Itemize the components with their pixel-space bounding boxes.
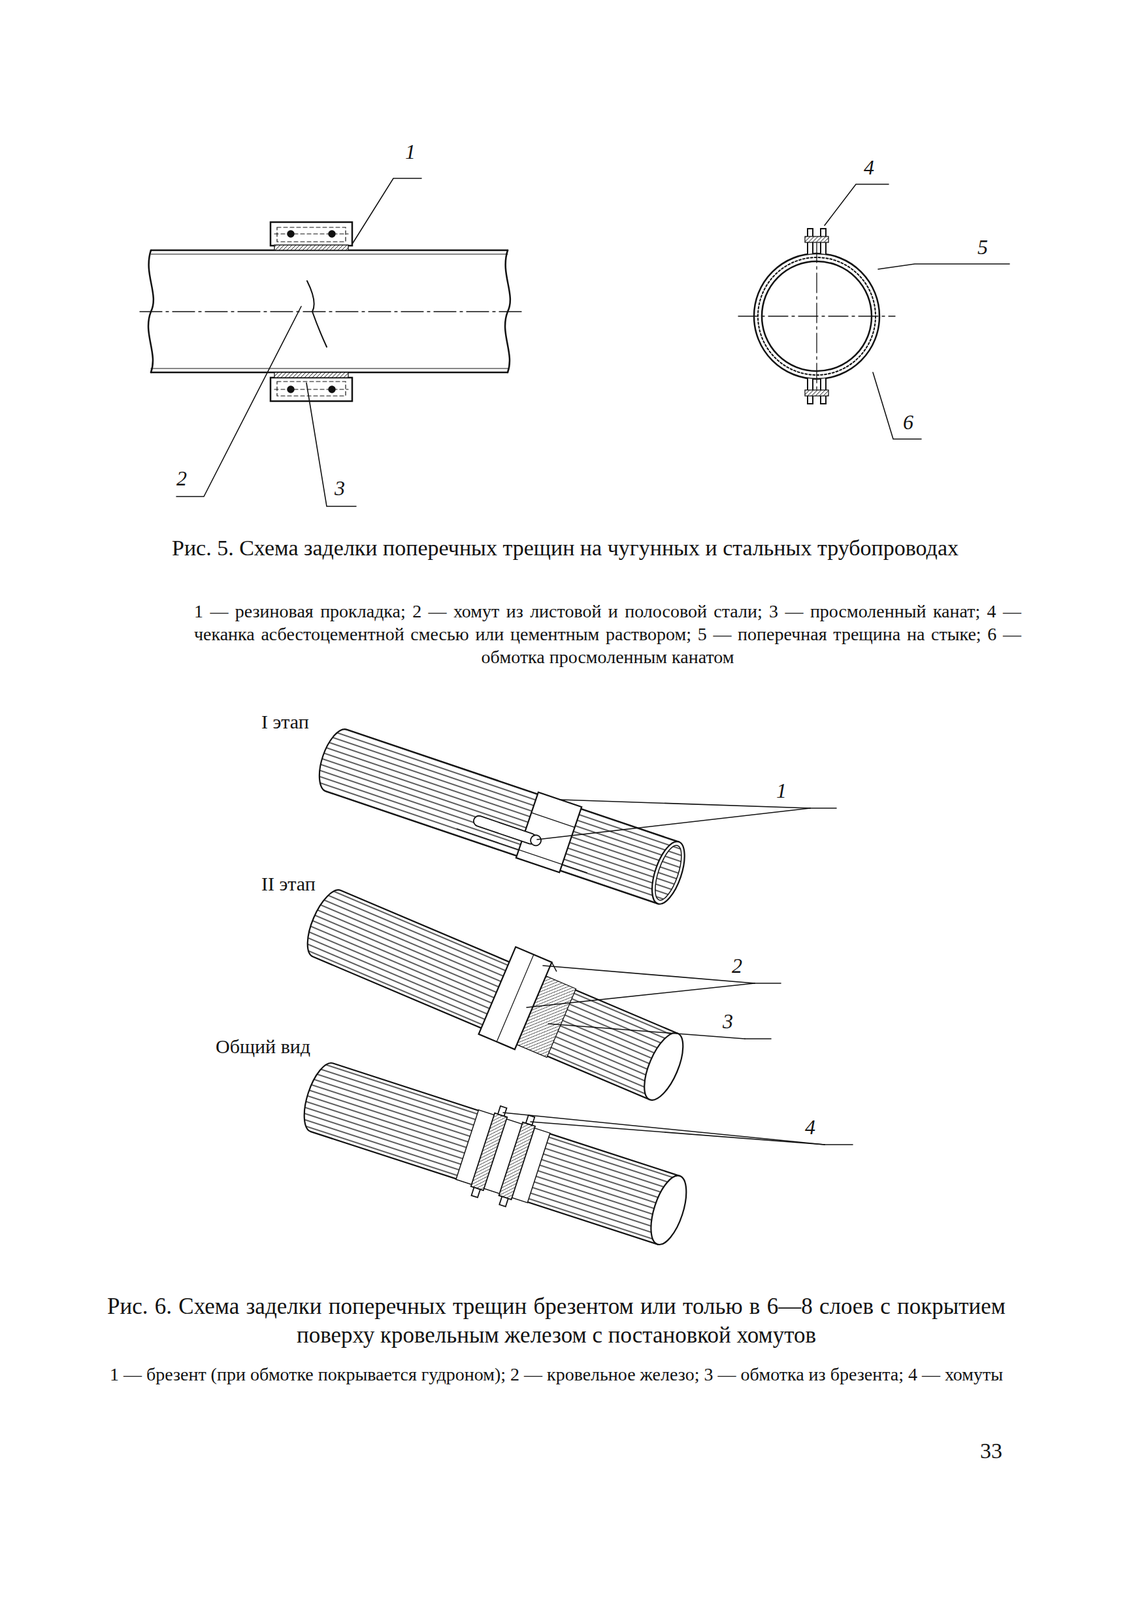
pipe-stage-1 <box>311 723 692 911</box>
stage-label: II этап <box>261 871 316 897</box>
figure-legend: 1 — брезент (при обмотке покрывается гуд… <box>107 1362 1006 1386</box>
leader-lines <box>176 178 422 507</box>
callout-number: 2 <box>176 465 187 492</box>
callout-number: 3 <box>722 1008 734 1035</box>
pipe-general-view <box>293 1048 697 1260</box>
figure-caption: Рис. 5. Схема заделки поперечных трещин … <box>160 534 971 563</box>
callout-number: 6 <box>902 409 914 436</box>
figure-legend: 1 — резиновая прокладка; 2 — хомут из ли… <box>194 599 1022 669</box>
stage-label: I этап <box>261 709 310 735</box>
stage-label: Общий вид <box>215 1034 311 1060</box>
callout-number: 3 <box>334 475 345 502</box>
callout-number: 5 <box>977 233 988 261</box>
leader-lines <box>824 184 1010 440</box>
page-number: 33 <box>980 1437 1003 1466</box>
leader-lines <box>503 799 853 1145</box>
callout-number: 2 <box>731 952 743 979</box>
callout-number: 1 <box>776 777 787 804</box>
callout-number: 4 <box>863 154 875 181</box>
figure-caption: Рис. 6. Схема заделки поперечных трещин … <box>107 1292 1006 1350</box>
callout-number: 1 <box>405 138 416 165</box>
pipe-cross-section <box>738 228 896 404</box>
callout-number: 4 <box>804 1114 816 1141</box>
pipe-section <box>139 222 523 402</box>
